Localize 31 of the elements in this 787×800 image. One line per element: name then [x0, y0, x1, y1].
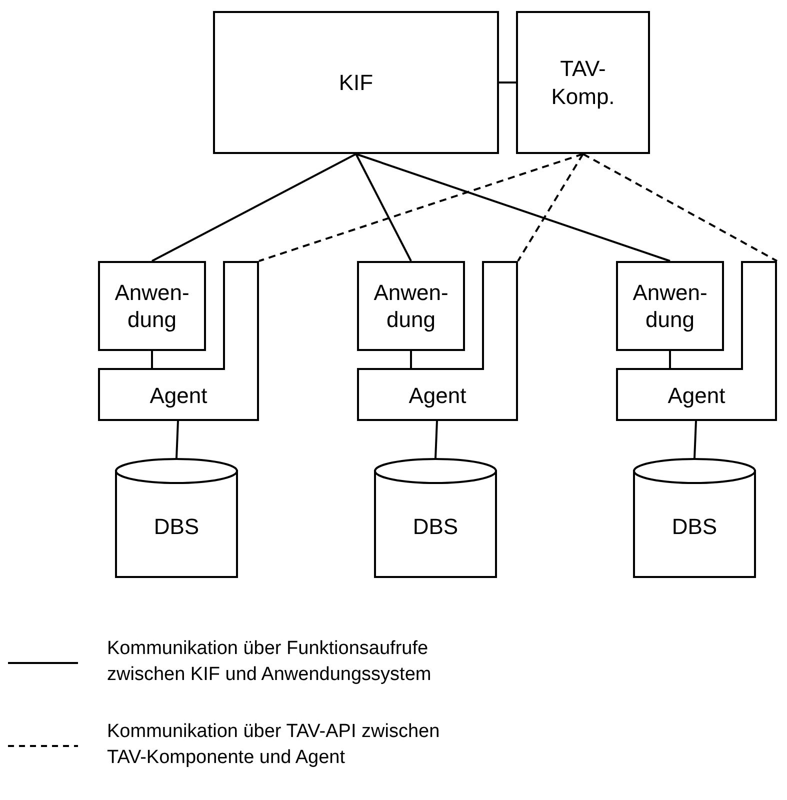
connector-line [669, 351, 671, 369]
connector-line [355, 154, 412, 262]
node-label: Anwen- dung [632, 278, 708, 334]
component-box [516, 11, 650, 154]
node-label: Agent [668, 382, 726, 410]
connector-line [151, 351, 153, 369]
connector-line [694, 420, 697, 458]
component-box [616, 261, 724, 351]
component-box [213, 11, 499, 154]
legend-text: Kommunikation über Funktionsaufrufe zwischen KIF und Anwendungssystem [107, 637, 432, 688]
dashed-connector [582, 153, 778, 262]
node-label: Anwen- dung [114, 278, 190, 334]
dashed-connector [258, 153, 584, 262]
connector-line [499, 82, 516, 84]
node-label: Anwen- dung [372, 278, 450, 334]
node-label: TAV- Komp. [550, 55, 616, 110]
node-label: KIF [338, 68, 374, 96]
node-label: DBS [154, 512, 200, 540]
connector-line [434, 420, 438, 458]
connector-line [176, 420, 179, 458]
dashed-connector [517, 153, 584, 262]
node-label: DBS [412, 512, 458, 540]
component-box [357, 261, 465, 351]
connector-line [152, 153, 356, 262]
connector-line [410, 351, 412, 369]
component-box [98, 261, 206, 351]
node-label: DBS [672, 512, 718, 540]
node-label: Agent [150, 382, 208, 410]
node-label: Agent [408, 382, 466, 410]
connector-line [356, 153, 670, 262]
legend-text: Kommunikation über TAV-API zwischen TAV-Komponente und Agent [107, 720, 441, 770]
